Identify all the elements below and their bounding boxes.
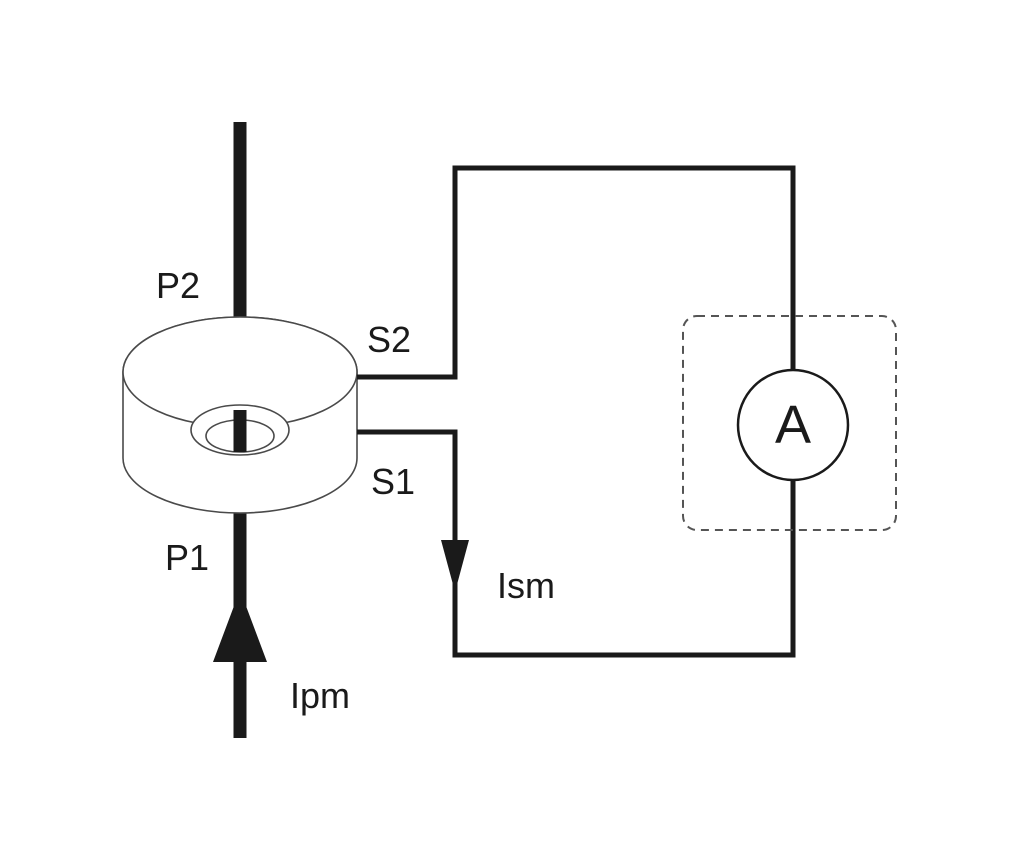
ammeter [736,368,850,482]
secondary-wire-top [357,165,796,380]
ammeter-assembly: A [682,315,897,531]
primary-current-arrow [213,590,267,662]
diagram-labels: P2 P1 S2 S1 Ism Ipm [156,265,555,716]
ammeter-enclosure [682,315,897,531]
secondary-current-arrow [441,540,469,592]
current-transformer-core [122,316,358,514]
secondary-circuit [357,165,796,658]
label-ipm: Ipm [290,675,350,716]
secondary-wire-bottom [357,429,796,658]
label-s1: S1 [371,461,415,502]
ammeter-letter: A [775,395,811,455]
label-s2: S2 [367,319,411,360]
label-p2: P2 [156,265,200,306]
label-p1: P1 [165,537,209,578]
label-ism: Ism [497,565,555,606]
